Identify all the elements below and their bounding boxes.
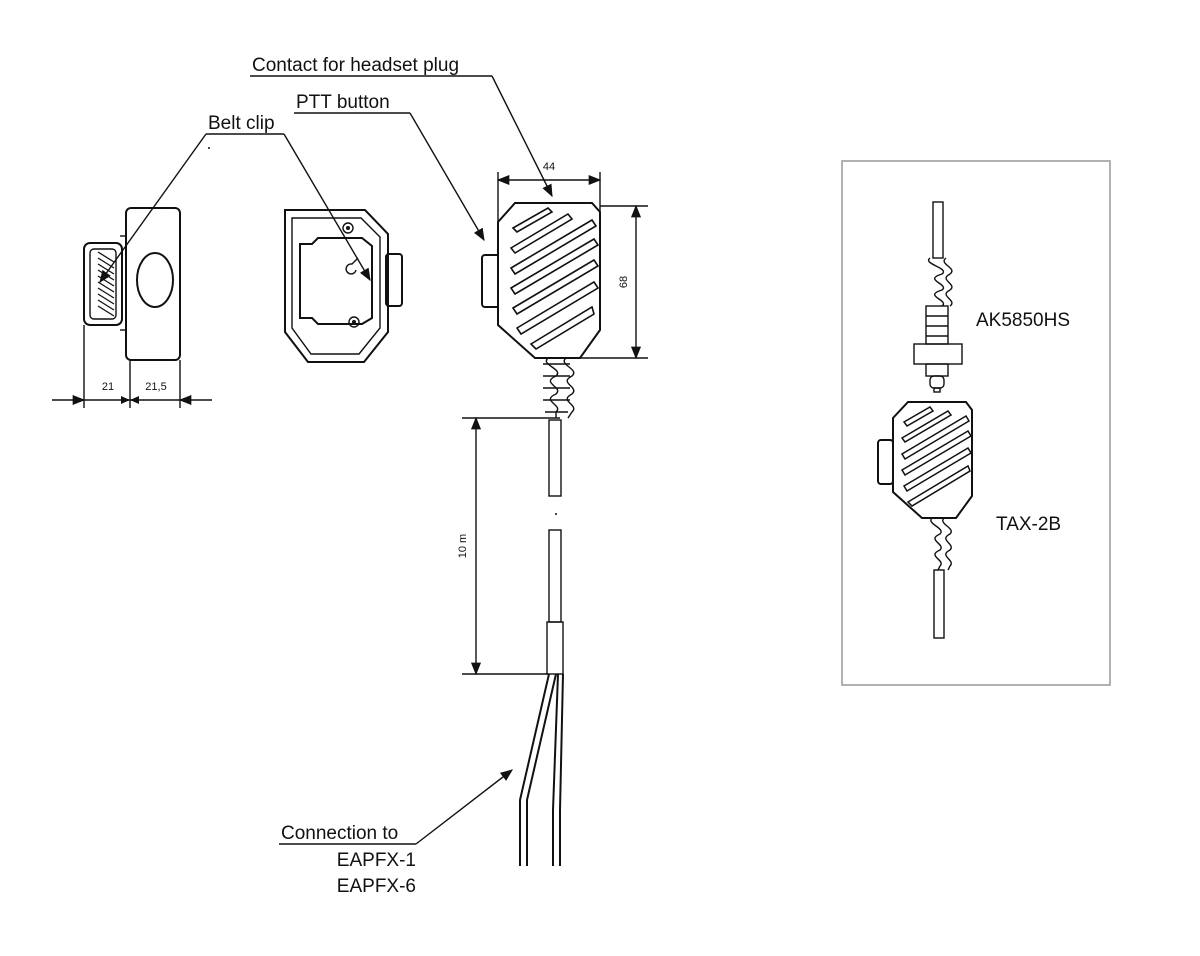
label-headset-model: AK5850HS	[976, 310, 1070, 331]
inset-frame	[841, 160, 1111, 686]
headset-plug	[913, 201, 963, 393]
label-connection-line1: Connection to	[281, 823, 398, 844]
strain-relief	[543, 357, 575, 419]
wire-right	[552, 673, 564, 866]
dim-front-width: 44	[543, 161, 555, 173]
label-contact-headset: Contact for headset plug	[252, 55, 459, 76]
label-ptt-button: PTT button	[296, 92, 390, 113]
dim-side-depth-b: 21,5	[145, 381, 166, 393]
dim-cable-length: 10 m	[457, 534, 469, 558]
belt-clip-plate	[299, 237, 373, 325]
label-mic-model: TAX-2B	[996, 514, 1061, 535]
back-view	[284, 209, 403, 363]
belt-clip-side	[83, 242, 123, 326]
speaker-grille	[509, 207, 600, 351]
back-view-clip-tab	[385, 253, 403, 307]
callout-ptt-button: PTT button	[294, 92, 485, 242]
inset-microphone	[877, 401, 973, 639]
wire-left	[519, 673, 557, 866]
side-view-oval	[136, 252, 174, 308]
callout-connection: Connection to EAPFX-1 EAPFX-6	[279, 769, 513, 897]
label-connection-line3: EAPFX-6	[337, 876, 416, 897]
label-connection-line2: EAPFX-1	[337, 850, 416, 871]
dim-front-height: 68	[618, 276, 630, 288]
callout-belt-clip: Belt clip	[99, 113, 371, 284]
dim-side-depth-a: 21	[102, 381, 114, 393]
callout-contact-headset: Contact for headset plug	[250, 55, 553, 198]
label-belt-clip: Belt clip	[208, 113, 275, 134]
back-view-body	[284, 209, 389, 363]
cable-upper	[548, 419, 562, 497]
cable-sleeve	[546, 621, 564, 675]
front-view: 44 68 10 m	[457, 161, 648, 866]
inset-panel: AK5850HS TAX-2B	[841, 160, 1111, 686]
cable-lower	[548, 529, 562, 623]
belt-clip-hatching	[97, 251, 115, 317]
